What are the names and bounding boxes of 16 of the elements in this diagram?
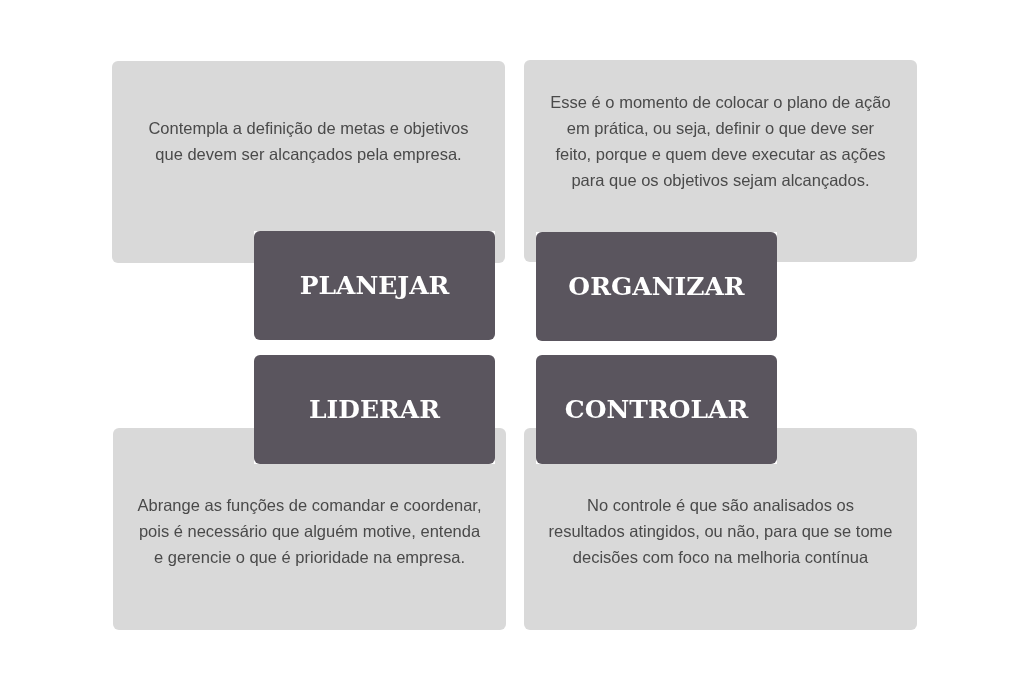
title-box bbox=[536, 355, 777, 464]
title-box bbox=[254, 231, 495, 340]
description-card bbox=[112, 61, 505, 231]
description-text: Esse é o momento de colocar o plano de ação em prática, ou seja, definir o que deve ser feito, porque e quem deve executar as ações para que os objetivos sejam alcançados. bbox=[549, 92, 892, 191]
title-text: ORGANIZAR bbox=[568, 270, 745, 303]
description-card bbox=[524, 464, 917, 630]
title-box bbox=[536, 232, 777, 341]
description-text: Contempla a definição de metas e objetivos que devem ser alcançados pela empresa. bbox=[147, 118, 470, 165]
title-text: PLANEJAR bbox=[299, 269, 450, 302]
description-text: No controle é que são analisados os resultados atingidos, ou não, para que se tome decisões com foco na melhoria contínua bbox=[548, 495, 893, 568]
description-card bbox=[113, 464, 506, 630]
title-text: CONTROLAR bbox=[564, 393, 749, 426]
title-text: LIDERAR bbox=[309, 393, 440, 426]
description-text: Abrange as funções de comandar e coordenar, pois é necessário que alguém motive, entenda e gerencie o que é prioridade na empresa. bbox=[137, 495, 482, 568]
title-box bbox=[254, 355, 495, 464]
description-card bbox=[524, 60, 917, 232]
